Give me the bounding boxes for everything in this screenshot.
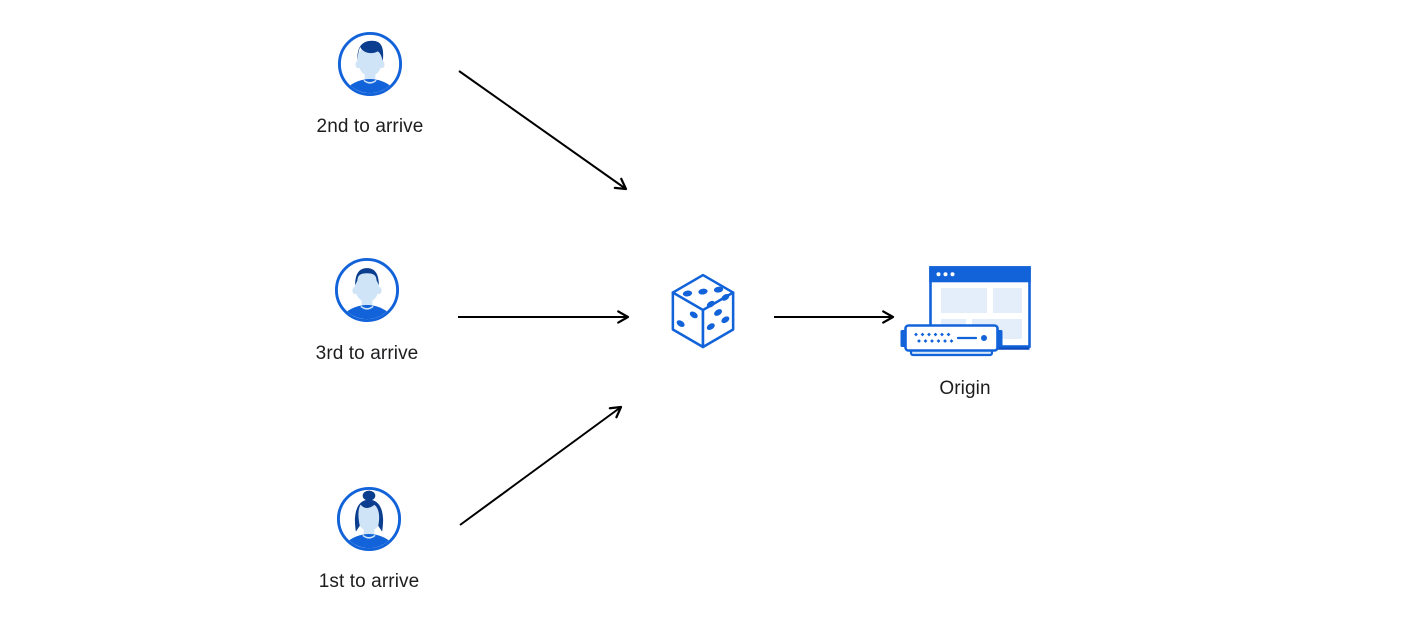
arrow-first-to-dice — [459, 405, 623, 526]
arrow-second-to-dice — [458, 70, 628, 191]
female-avatar-icon — [336, 486, 402, 552]
label-client-second: 2nd to arrive — [316, 116, 424, 137]
label-origin: Origin — [939, 378, 991, 399]
male-short-hair-avatar-icon — [334, 257, 400, 323]
node-client-first — [336, 486, 402, 552]
dice-icon — [671, 273, 735, 349]
male-avatar-icon — [337, 31, 403, 97]
node-random-selector — [668, 272, 738, 352]
label-client-first: 1st to arrive — [318, 571, 420, 592]
origin-icon — [900, 266, 1031, 357]
node-client-second — [337, 31, 403, 97]
node-origin — [895, 262, 1035, 366]
node-client-third — [334, 257, 400, 323]
server-icon — [900, 324, 1003, 357]
label-client-third: 3rd to arrive — [315, 343, 419, 364]
